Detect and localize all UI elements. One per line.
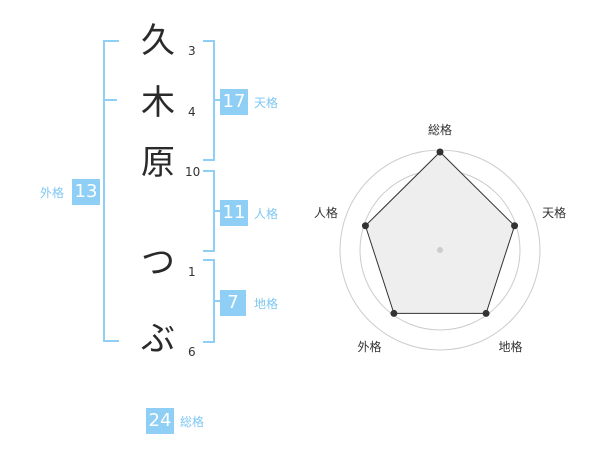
radar-axis-label-1: 総格: [428, 122, 452, 137]
chikaku-score-badge: 7: [220, 290, 246, 316]
stroke-count-1: 3: [188, 44, 196, 58]
tenkaku-bracket-tick: [213, 99, 221, 101]
gaikaku-bracket: [103, 40, 119, 342]
tenkaku-score-badge: 17: [220, 89, 248, 115]
stroke-count-5: 6: [188, 345, 196, 359]
radar-area: [364, 151, 516, 314]
name-char-2: 木: [141, 83, 175, 123]
name-char-3: 原: [141, 143, 175, 183]
radar-point-1: [436, 148, 444, 156]
radar-center-dot: [437, 247, 443, 253]
radar-point-3: [482, 309, 490, 317]
stroke-count-4: 1: [188, 265, 196, 279]
jinkaku-label: 人格: [254, 207, 279, 221]
radar-axis-label-5: 人格: [314, 205, 338, 220]
radar-points: [361, 148, 519, 317]
stroke-count-2: 4: [188, 105, 196, 119]
soukaku-label: 総格: [180, 415, 205, 429]
name-char-1: 久: [141, 21, 175, 61]
name-char-5: ぶ: [141, 319, 175, 359]
chikaku-label: 地格: [254, 297, 279, 311]
name-char-4: つ: [141, 243, 175, 283]
tenkaku-label: 天格: [254, 96, 279, 110]
radar-point-2: [511, 222, 519, 230]
gaikaku-bracket-tick: [103, 99, 117, 101]
radar-axis-label-4: 外格: [357, 339, 381, 354]
stroke-count-3: 10: [185, 165, 201, 179]
soukaku-score-badge: 24: [146, 408, 174, 434]
radar-point-4: [390, 309, 398, 317]
gaikaku-score-badge: 13: [72, 179, 100, 205]
chikaku-bracket-tick: [213, 300, 221, 302]
radar-axis-label-3: 地格: [499, 339, 523, 354]
radar-axis-label-2: 天格: [542, 205, 566, 220]
jinkaku-score-badge: 11: [220, 200, 248, 226]
gaikaku-label: 外格: [40, 186, 65, 200]
radar-point-5: [361, 222, 369, 230]
jinkaku-bracket-tick: [213, 210, 221, 212]
